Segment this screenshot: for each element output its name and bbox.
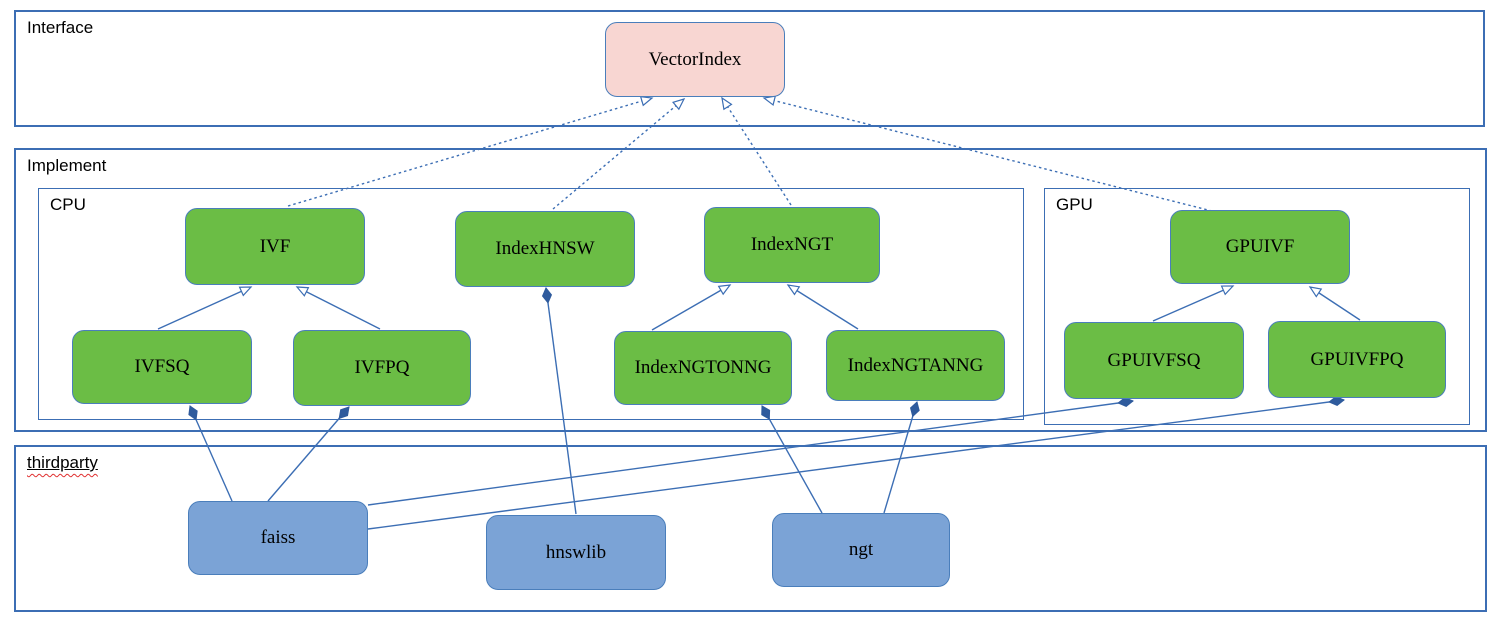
node-gpuivfsq[interactable]: GPUIVFSQ bbox=[1064, 322, 1244, 399]
node-indexngtonng[interactable]: IndexNGTONNG bbox=[614, 331, 792, 405]
edge-realization-gpuivf-vectorindex bbox=[762, 95, 1213, 212]
node-ivfsq[interactable]: IVFSQ bbox=[72, 330, 252, 404]
edge-inherit-gpuivfsq-gpuivf bbox=[1152, 285, 1235, 322]
container-thirdparty-label-text: thirdparty bbox=[27, 453, 98, 472]
edge-inherit-ivfpq-ivf bbox=[295, 286, 381, 330]
node-faiss[interactable]: faiss bbox=[188, 501, 368, 575]
edge-inherit-indexngtonng-indexngt bbox=[651, 284, 732, 331]
edge-comp-faiss-ivfsq bbox=[188, 405, 233, 502]
edge-inherit-ivfsq-ivf bbox=[157, 286, 253, 330]
edge-comp-ngt-indexngtanng bbox=[883, 401, 920, 514]
container-gpu[interactable]: GPU bbox=[1044, 188, 1470, 425]
node-gpuivf[interactable]: GPUIVF bbox=[1170, 210, 1350, 284]
node-vectorindex[interactable]: VectorIndex bbox=[605, 22, 785, 97]
node-indexngt[interactable]: IndexNGT bbox=[704, 207, 880, 283]
edge-comp-faiss-gpuivfsq bbox=[367, 396, 1134, 506]
container-implement[interactable]: Implement bbox=[14, 148, 1487, 432]
edge-comp-hnswlib-indexhnsw bbox=[541, 287, 577, 515]
container-interface-label: Interface bbox=[27, 18, 94, 37]
container-gpu-label: GPU bbox=[1056, 195, 1093, 214]
node-indexhnsw-label: IndexHNSW bbox=[495, 238, 595, 259]
node-ngt[interactable]: ngt bbox=[772, 513, 950, 587]
node-hnswlib[interactable]: hnswlib bbox=[486, 515, 666, 590]
node-ivfsq-label: IVFSQ bbox=[134, 356, 190, 377]
edge-comp-faiss-ivfpq bbox=[267, 406, 350, 502]
node-gpuivfpq-label: GPUIVFPQ bbox=[1310, 348, 1404, 370]
node-indexngtonng-label: IndexNGTONNG bbox=[634, 357, 772, 378]
node-indexngtanng[interactable]: IndexNGTANNG bbox=[826, 330, 1005, 401]
node-gpuivf-label: GPUIVF bbox=[1225, 236, 1295, 257]
container-thirdparty[interactable]: thirdparty bbox=[14, 445, 1487, 612]
edge-realization-ivf-vectorindex bbox=[287, 95, 654, 207]
node-indexhnsw[interactable]: IndexHNSW bbox=[455, 211, 635, 287]
container-cpu-label: CPU bbox=[50, 195, 86, 214]
node-ivf[interactable]: IVF bbox=[185, 208, 365, 285]
container-thirdparty-label: thirdparty bbox=[27, 453, 98, 473]
edge-realization-indexngt-vectorindex bbox=[721, 96, 792, 206]
edge-comp-faiss-gpuivfpq bbox=[367, 395, 1345, 530]
node-indexngtanng-label: IndexNGTANNG bbox=[847, 354, 984, 376]
node-indexngt-label: IndexNGT bbox=[750, 234, 834, 255]
node-gpuivfsq-label: GPUIVFSQ bbox=[1107, 349, 1201, 371]
container-implement-label: Implement bbox=[27, 156, 107, 175]
node-ivf-label: IVF bbox=[259, 235, 291, 257]
container-cpu[interactable]: CPU bbox=[38, 188, 1024, 420]
container-interface[interactable]: Interface bbox=[14, 10, 1485, 127]
node-vectorindex-label: VectorIndex bbox=[648, 48, 742, 70]
node-hnswlib-label: hnswlib bbox=[545, 541, 607, 563]
node-faiss-label: faiss bbox=[260, 527, 296, 548]
edge-inherit-gpuivfpq-gpuivf bbox=[1308, 286, 1361, 321]
node-ivfpq[interactable]: IVFPQ bbox=[293, 330, 471, 406]
node-ngt-label: ngt bbox=[848, 539, 874, 560]
node-ivfpq-label: IVFPQ bbox=[354, 357, 410, 378]
node-gpuivfpq[interactable]: GPUIVFPQ bbox=[1268, 321, 1446, 398]
edge-comp-ngt-indexngtonng bbox=[761, 405, 823, 514]
edge-inherit-indexngtanng-indexngt bbox=[786, 284, 859, 330]
edge-realization-indexhnsw-vectorindex bbox=[552, 98, 686, 210]
